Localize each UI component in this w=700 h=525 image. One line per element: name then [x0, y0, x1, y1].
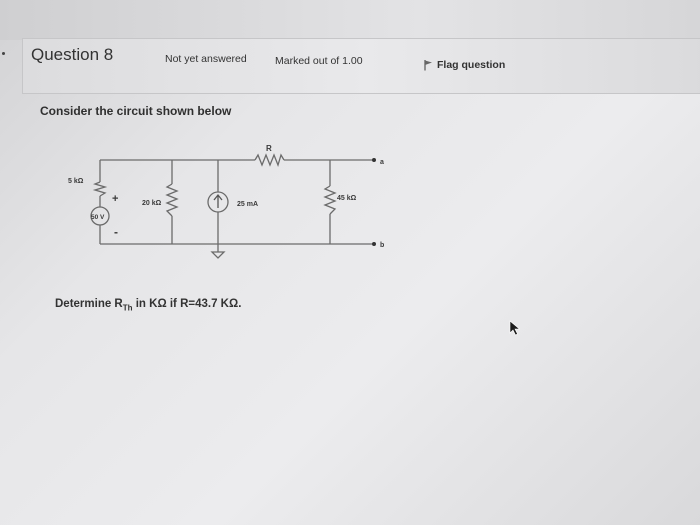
question-text-part1: Determine R [55, 298, 123, 310]
label-45k: 45 kΩ [337, 195, 357, 202]
question-text-part2: in KΩ if R=43.7 KΩ. [132, 298, 242, 310]
current-source [207, 191, 229, 213]
question-text: Determine RTh in KΩ if R=43.7 KΩ. [55, 298, 241, 312]
flag-question-label: Flag question [437, 59, 506, 71]
question-text-subscript: Th [122, 303, 133, 313]
resistor-r [254, 153, 285, 167]
resistor-20k [165, 183, 179, 217]
resistor-5k [92, 181, 108, 197]
label-r: R [266, 144, 272, 153]
current-arrow-icon [213, 193, 223, 208]
question-info-bar: Question 8 Not yet answered Marked out o… [22, 38, 700, 94]
resistor-45k [323, 185, 337, 215]
ground-icon [210, 251, 226, 259]
voltage-source [90, 206, 110, 226]
flag-question-button[interactable]: Flag question [423, 59, 505, 71]
question-status: Not yet answered [165, 53, 247, 65]
label-plus: + [112, 193, 118, 205]
mouse-pointer-icon [509, 320, 521, 336]
label-50v: 50 V [91, 214, 105, 221]
question-marks: Marked out of 1.00 [275, 55, 363, 67]
top-strip [0, 0, 700, 40]
label-25ma: 25 mA [237, 201, 258, 208]
flag-icon [424, 60, 432, 71]
terminal-a [372, 158, 376, 162]
question-prompt: Consider the circuit shown below [40, 104, 232, 118]
label-5k: 5 kΩ [68, 178, 84, 185]
margin-dot [2, 52, 5, 55]
label-minus: - [114, 225, 118, 239]
label-20k: 20 kΩ [142, 200, 162, 207]
label-terminal-a: a [380, 159, 384, 166]
question-title: Question 8 [31, 45, 114, 64]
label-terminal-b: b [380, 242, 384, 249]
terminal-b [372, 242, 376, 246]
